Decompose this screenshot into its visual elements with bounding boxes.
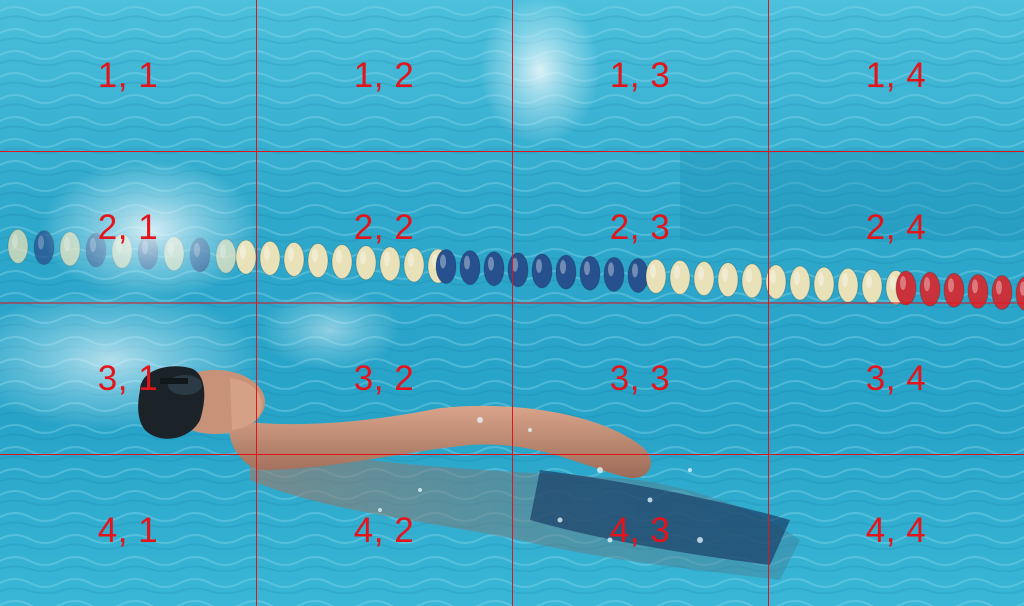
lane-rope-float-highlight bbox=[512, 257, 518, 272]
lane-rope-float-highlight bbox=[312, 248, 318, 263]
lane-rope-float-highlight bbox=[384, 251, 390, 266]
lane-rope-float-highlight bbox=[890, 275, 896, 290]
lane-rope-float bbox=[283, 241, 305, 277]
lane-rope-float bbox=[259, 240, 281, 276]
lane-rope-float-highlight bbox=[746, 268, 752, 283]
lane-rope-float-highlight bbox=[770, 269, 776, 284]
lane-rope-float bbox=[403, 247, 425, 283]
lane-rope-float-highlight bbox=[1020, 281, 1024, 296]
lane-rope-float-highlight bbox=[12, 234, 18, 249]
lane-rope-float bbox=[307, 242, 329, 278]
lane-rope-float-highlight bbox=[650, 264, 656, 279]
lane-rope-float-highlight bbox=[488, 256, 494, 271]
lane-rope-float-highlight bbox=[794, 271, 800, 286]
lane-rope-float bbox=[861, 268, 883, 304]
lane-rope-float bbox=[7, 228, 29, 264]
lane-rope-float-highlight bbox=[536, 258, 542, 273]
lane-rope-float-highlight bbox=[608, 262, 614, 277]
lane-rope-float bbox=[991, 275, 1013, 310]
lane-rope-float bbox=[627, 257, 649, 293]
lane-rope-float-highlight bbox=[408, 252, 414, 267]
lane-rope-float-highlight bbox=[866, 274, 872, 289]
lane-rope-float-highlight bbox=[288, 247, 294, 262]
lane-rope-float-highlight bbox=[336, 249, 342, 264]
lane-rope-float bbox=[669, 259, 691, 295]
lane-rope-float-highlight bbox=[440, 254, 446, 269]
lane-rope-float bbox=[507, 252, 529, 288]
lane-rope-float bbox=[355, 245, 377, 281]
lane-rope-float-highlight bbox=[632, 263, 638, 278]
lane-rope-float-highlight bbox=[924, 277, 930, 292]
lane-rope-float bbox=[555, 254, 577, 290]
lane-rope-float bbox=[645, 258, 667, 294]
lane-rope-float bbox=[919, 271, 941, 307]
lane-rope-float-highlight bbox=[818, 272, 824, 287]
lane-rope-float bbox=[741, 263, 763, 299]
lane-rope-float-highlight bbox=[264, 246, 270, 261]
lane-rope-float bbox=[837, 267, 859, 303]
lane-rope-float bbox=[717, 262, 739, 298]
lane-rope-float-highlight bbox=[948, 278, 954, 293]
lane-rope-float-highlight bbox=[698, 266, 704, 281]
lane-rope-float bbox=[331, 244, 353, 280]
lane-rope-float bbox=[1015, 276, 1024, 311]
lane-rope-float bbox=[813, 266, 835, 302]
lane-rope-float bbox=[765, 264, 787, 300]
lane-rope-float bbox=[967, 273, 989, 309]
lane-rope-float-highlight bbox=[996, 280, 1002, 295]
lane-rope-float bbox=[435, 248, 457, 284]
lane-rope-float bbox=[603, 256, 625, 292]
lane-rope-float bbox=[459, 250, 481, 286]
lane-rope-float-highlight bbox=[842, 273, 848, 288]
lane-rope-float bbox=[483, 251, 505, 287]
lane-rope-float bbox=[789, 265, 811, 301]
lane-rope-float-highlight bbox=[972, 279, 978, 294]
lane-rope-float-highlight bbox=[584, 261, 590, 276]
lane-rope-float-highlight bbox=[722, 267, 728, 282]
lane-rope-float-highlight bbox=[560, 260, 566, 275]
lane-rope-float-highlight bbox=[464, 255, 470, 270]
lane-rope-float bbox=[379, 246, 401, 282]
lane-rope-float bbox=[531, 253, 553, 289]
lane-rope-float bbox=[943, 272, 965, 308]
lane-rope-float-highlight bbox=[360, 250, 366, 265]
lane-rope-float bbox=[579, 255, 601, 291]
lane-rope-float bbox=[895, 270, 917, 306]
lane-rope-float-highlight bbox=[900, 276, 906, 290]
lane-rope-float bbox=[693, 261, 715, 297]
lane-rope-float-highlight bbox=[674, 265, 680, 280]
